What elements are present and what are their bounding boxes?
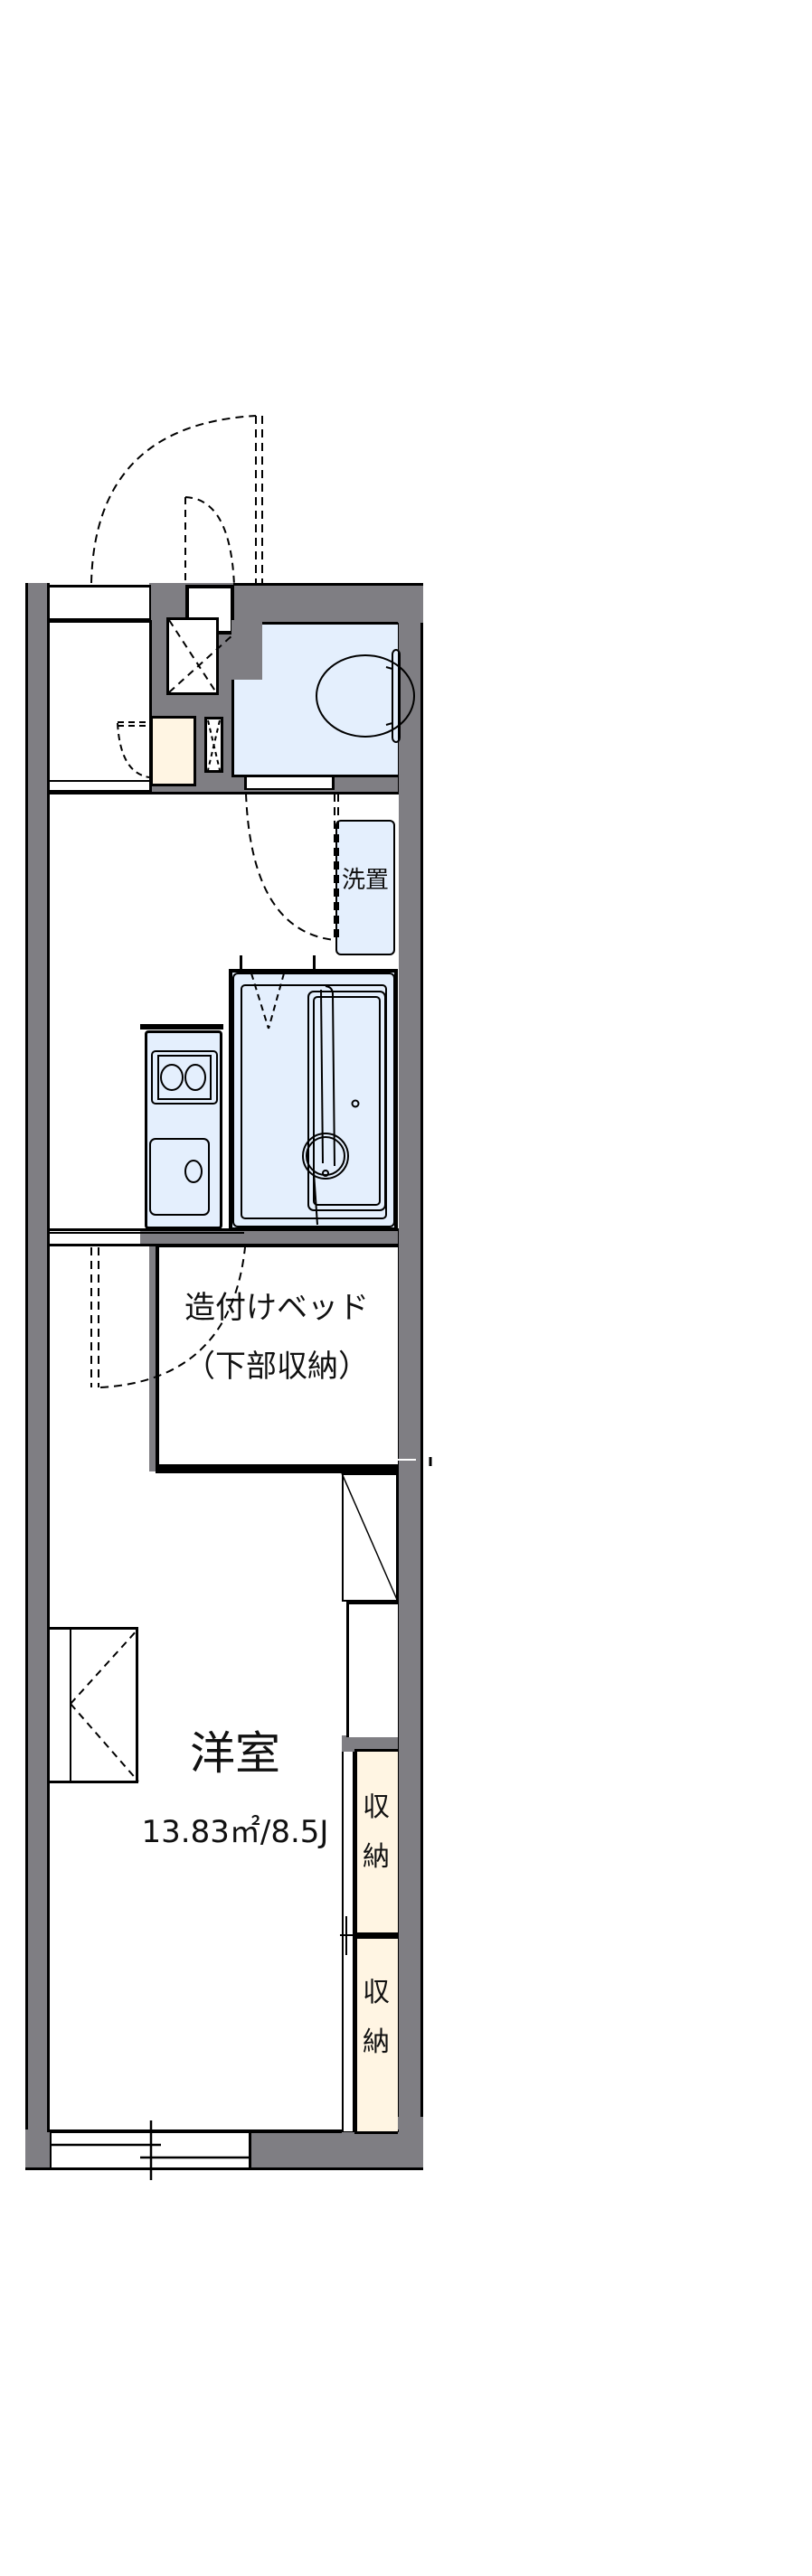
closet-door-track: [342, 1752, 354, 2131]
bed-left-wall: [149, 1246, 158, 1471]
right-alcove-lower: [346, 1602, 398, 1737]
right-wall: [396, 583, 423, 2170]
closet-top-wall: [342, 1735, 398, 1752]
meter-door-swing: [184, 496, 235, 587]
toilet-door-opening[interactable]: [244, 776, 335, 790]
washer-space[interactable]: [335, 820, 395, 955]
desk-detail: [70, 1627, 139, 1783]
bottom-wall-left: [25, 2129, 50, 2170]
bath-door-swing: [250, 973, 285, 1029]
washer-space-label: 洗置: [341, 867, 389, 894]
closet-lower-label-1: 収: [363, 1977, 390, 2008]
meter-space-x: [168, 619, 234, 693]
bed-label-line1: 造付けベッド: [184, 1290, 369, 1326]
closet-upper[interactable]: [354, 1749, 398, 1939]
western-room-label: 洋室: [190, 1727, 280, 1780]
pipe-shaft-x: [207, 719, 221, 771]
toilet-door-swing: [245, 793, 339, 941]
bath-interior: [232, 973, 395, 1227]
closet-lower-label-2: 納: [363, 2026, 390, 2058]
closet-track-marks: [340, 1916, 354, 1955]
bed-bottom-border: [156, 1464, 398, 1473]
entrance-opening[interactable]: [50, 585, 151, 621]
shoe-cabinet[interactable]: [151, 716, 196, 786]
closet-upper-label-2: 納: [363, 1841, 390, 1873]
room-door-swing: [90, 1246, 246, 1388]
toilet-corner-wall: [231, 620, 262, 680]
bed-label-line2: （下部収納）: [184, 1349, 369, 1385]
alcove-diagonal: [341, 1472, 399, 1603]
toilet-icon: [316, 649, 415, 743]
desk: [50, 1627, 138, 1783]
sink-icon: [149, 1138, 210, 1216]
closet-lower[interactable]: [354, 1939, 398, 2134]
entrance-door-swing: [90, 415, 263, 584]
built-in-bed[interactable]: [156, 1244, 398, 1470]
stove-icon: [151, 1050, 218, 1105]
window-sash: [52, 2120, 250, 2180]
kitchen-counter: [140, 1024, 223, 1029]
bed-sliding-door: [160, 1457, 432, 1466]
closet-upper-label-1: 収: [363, 1791, 390, 1823]
shoe-cabinet-swing: [117, 721, 151, 778]
entrance-floor: [47, 620, 152, 793]
bath-door-opening[interactable]: [240, 955, 316, 972]
closet-divider: [354, 1932, 398, 1940]
western-room-area: 13.83㎡/8.5J: [141, 1814, 329, 1850]
